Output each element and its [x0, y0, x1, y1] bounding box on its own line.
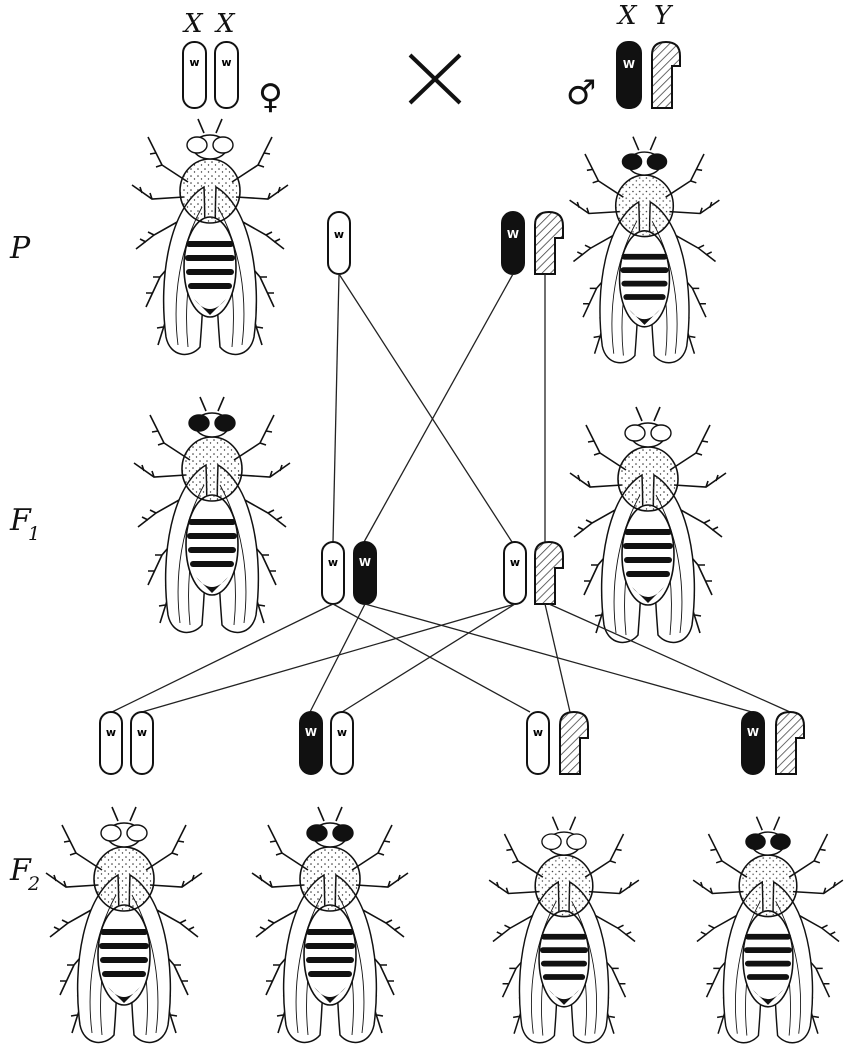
p-gamete-male-x: W [502, 212, 524, 274]
female-symbol: ♀ [258, 77, 283, 117]
y-chrom-label: Y [654, 1, 674, 31]
svg-text:w: w [334, 228, 344, 241]
fly-f1-male [570, 407, 726, 642]
male-symbol: ♂ [566, 73, 596, 113]
fly-f2-3 [489, 817, 639, 1043]
svg-text:w: w [510, 556, 520, 569]
cross-lines-p-f1 [333, 274, 545, 542]
x-chrom-label-1: X [182, 9, 204, 39]
svg-text:w: w [337, 726, 347, 739]
f2-1-chromosomes: w w [100, 712, 153, 774]
f1-female-chromosomes: w W [322, 542, 376, 604]
svg-text:W: W [359, 556, 371, 569]
svg-text:w: w [189, 56, 199, 69]
svg-text:W: W [507, 228, 519, 241]
p-male-chromosomes: W [617, 42, 680, 108]
svg-text:W: W [623, 58, 635, 71]
generation-label-f1: F 1 [9, 503, 40, 545]
f1-male-chromosomes: w [504, 542, 563, 604]
svg-text:2: 2 [27, 873, 40, 895]
fly-f1-female [134, 397, 290, 632]
f2-3-chromosomes: w [527, 712, 588, 774]
p-female-chromosomes: w w [183, 42, 238, 108]
svg-text:w: w [328, 556, 338, 569]
svg-text:W: W [305, 726, 317, 739]
fly-p-female [132, 119, 288, 354]
f2-2-chromosomes: W w [300, 712, 353, 774]
p-gamete-male-y [535, 212, 563, 274]
fly-f2-1 [46, 807, 202, 1042]
fly-p-male [570, 137, 720, 363]
svg-text:1: 1 [28, 523, 40, 545]
generation-label-p: P [9, 231, 31, 266]
svg-text:w: w [533, 726, 543, 739]
svg-text:w: w [221, 56, 231, 69]
svg-text:w: w [106, 726, 116, 739]
fly-f2-4 [693, 817, 843, 1043]
fly-f2-2 [252, 807, 408, 1042]
x-chrom-label-3: X [616, 1, 638, 31]
p-gamete-female-x: w [328, 212, 350, 274]
svg-text:W: W [747, 726, 759, 739]
f2-4-chromosomes: W [742, 712, 804, 774]
x-chrom-label-2: X [214, 9, 236, 39]
cross-icon [410, 55, 460, 103]
generation-label-f2: F 2 [9, 853, 40, 895]
svg-text:w: w [137, 726, 147, 739]
